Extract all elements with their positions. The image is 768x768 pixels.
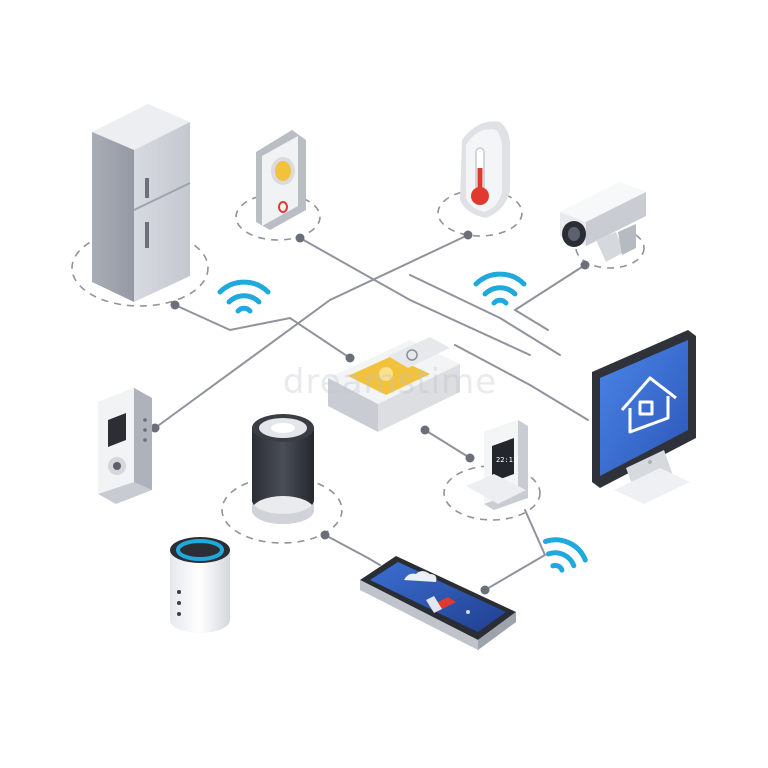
fridge-icon xyxy=(92,104,191,302)
connector-thermostat xyxy=(154,234,469,429)
connector-fridge-hub xyxy=(174,304,351,359)
sensor-base xyxy=(443,465,541,521)
connector-camera xyxy=(513,264,586,331)
fridge-base xyxy=(71,229,209,307)
smart-button-icon xyxy=(256,130,306,230)
speaker-icon xyxy=(252,414,314,524)
smartphone-icon xyxy=(360,556,516,650)
camera-base xyxy=(575,227,645,269)
voice-assistant-icon xyxy=(170,537,230,633)
intercom-icon xyxy=(98,388,152,504)
svg-text:22:11: 22:11 xyxy=(496,456,517,464)
wifi-icon xyxy=(473,271,527,306)
sensor-icon: 22:11 xyxy=(466,420,528,510)
hub-icon xyxy=(328,337,460,432)
device-bases xyxy=(71,189,645,544)
connection-nodes xyxy=(150,230,590,595)
connector-monitor xyxy=(454,344,589,421)
connector-speaker-phone xyxy=(324,534,381,566)
camera-icon xyxy=(560,182,646,262)
connector-sensor xyxy=(424,429,471,459)
wifi-icon xyxy=(542,537,588,573)
connector-lines xyxy=(154,234,589,591)
connector-phone-sensor xyxy=(484,509,547,591)
connector-button xyxy=(299,237,531,356)
thermometer-icon xyxy=(460,121,510,218)
wifi-icon xyxy=(217,279,271,314)
connector-grid-a xyxy=(409,274,561,356)
monitor-house-icon xyxy=(592,330,696,504)
